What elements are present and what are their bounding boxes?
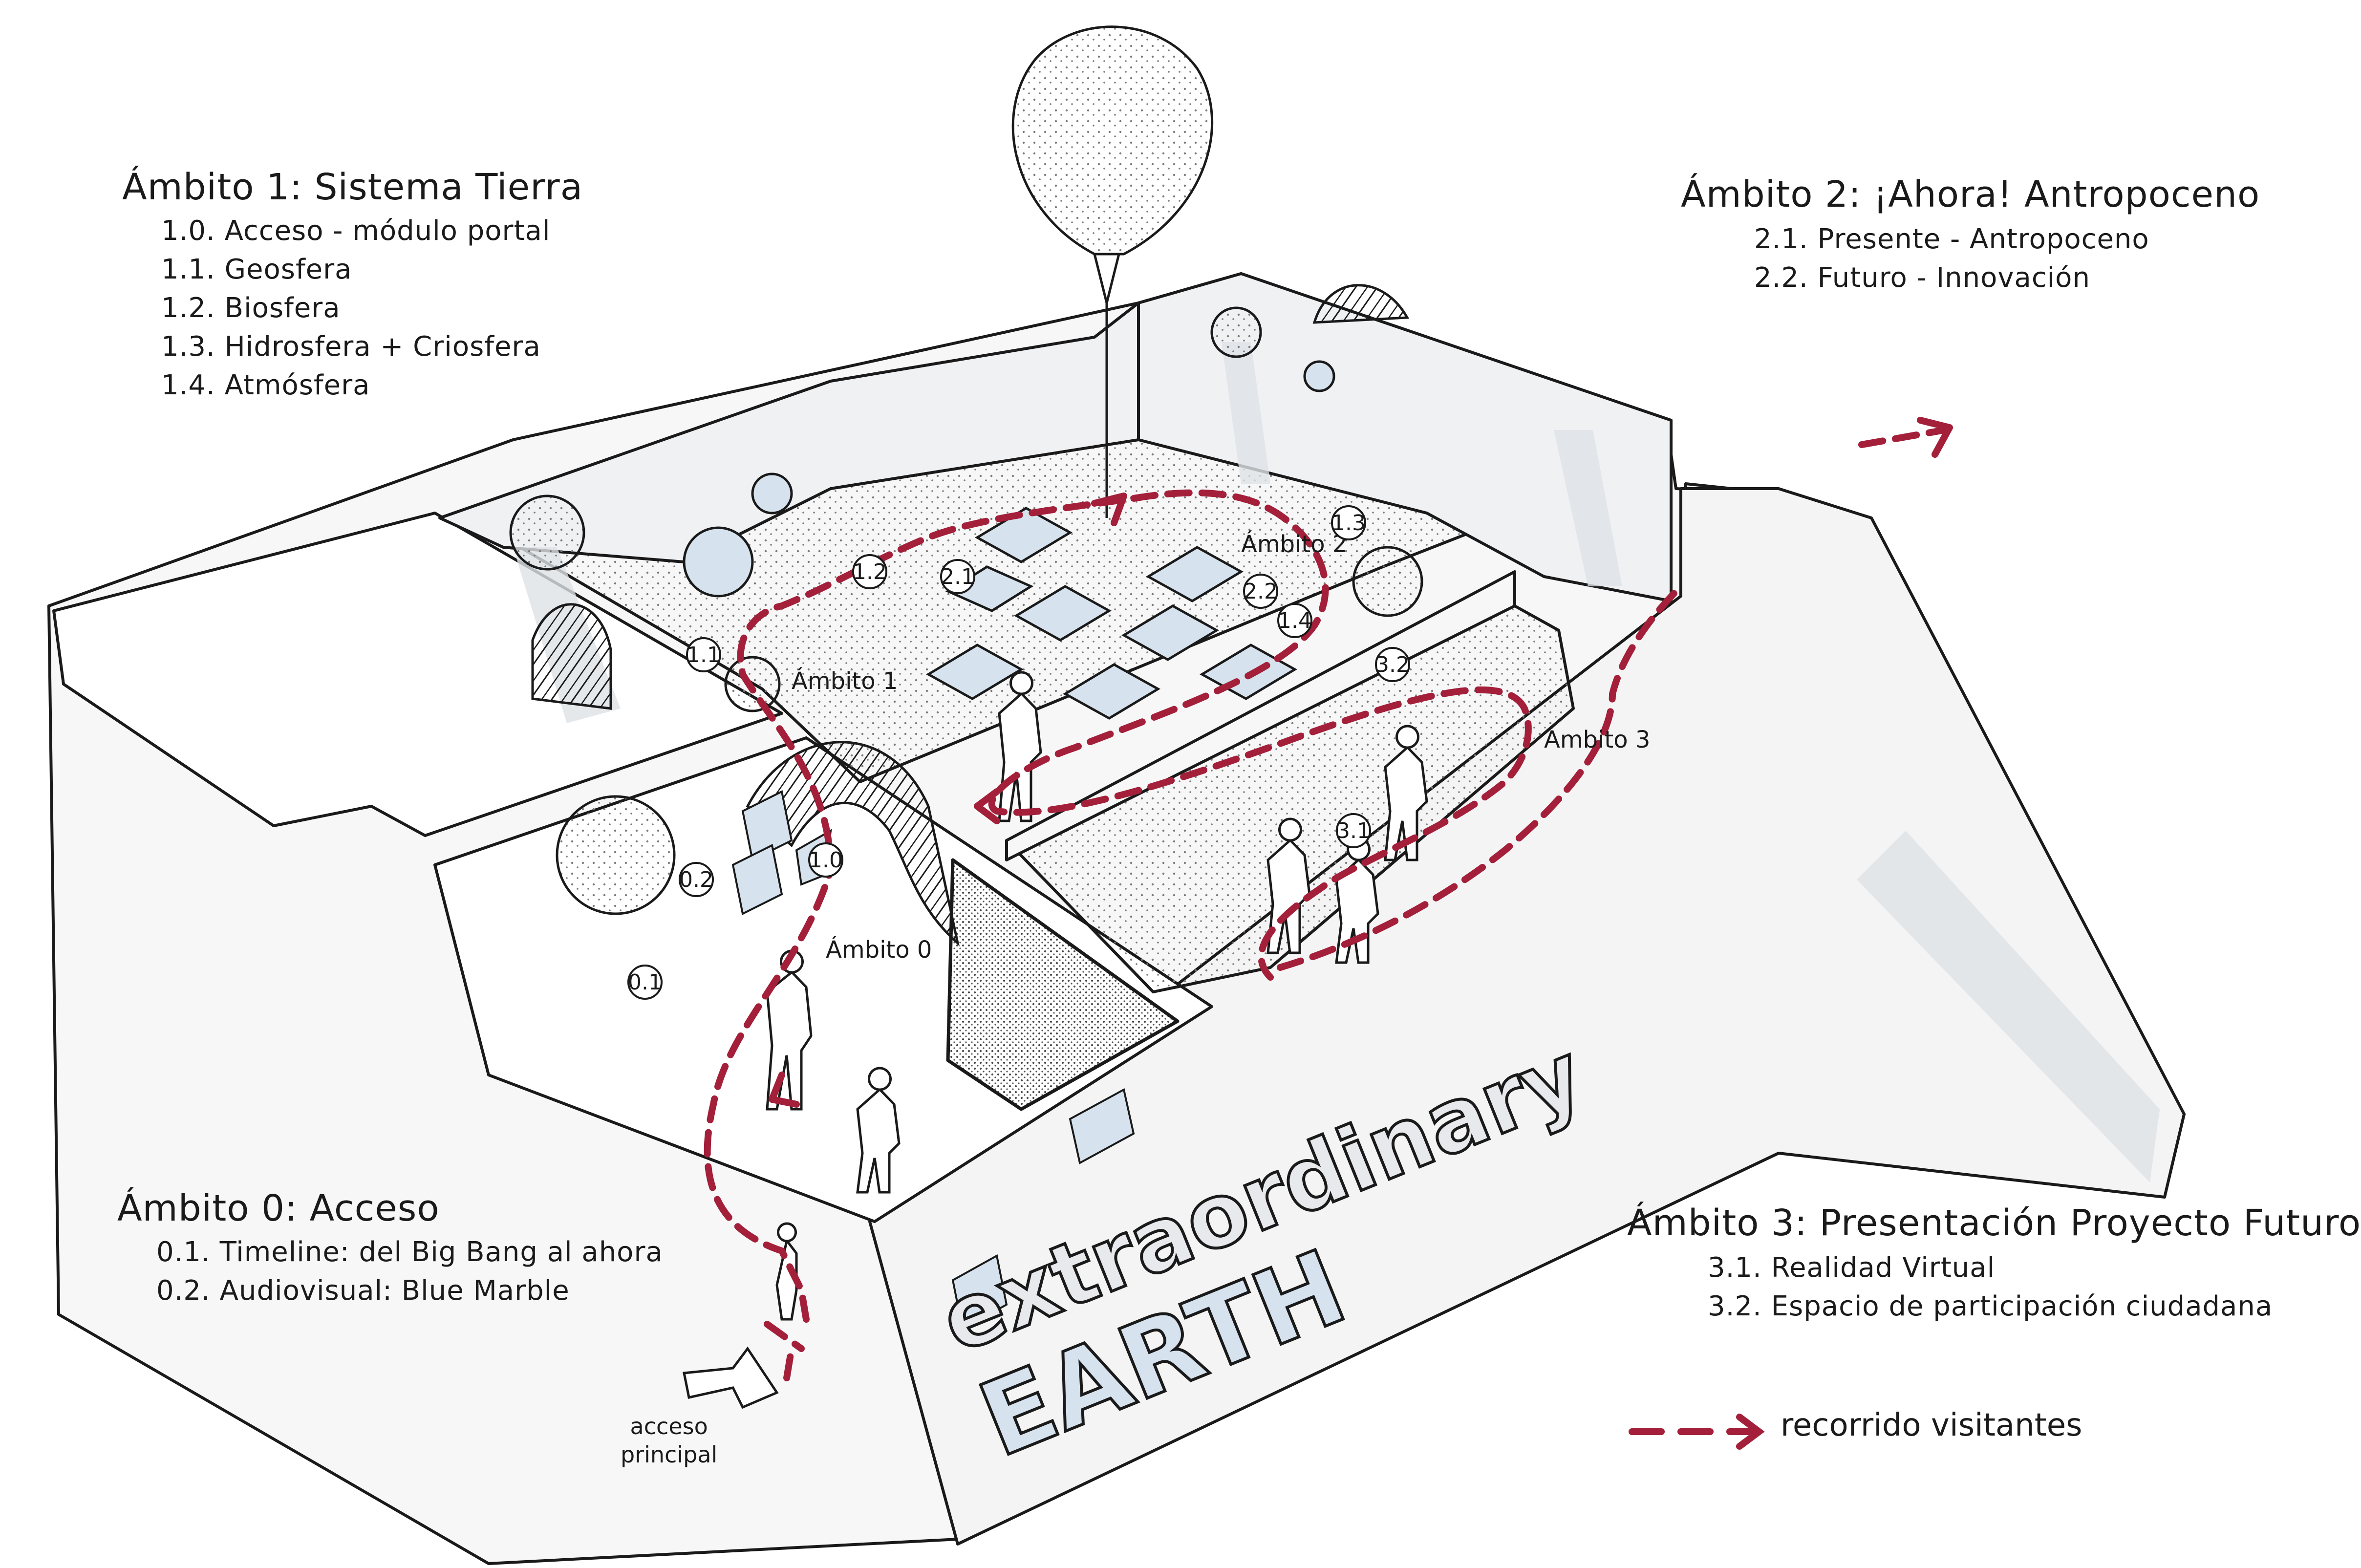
visitor-route xyxy=(704,427,1948,1381)
marker-0-1: 0.1 xyxy=(628,970,662,995)
zone-label-ambito-3: Ámbito 3 xyxy=(1544,726,1650,753)
ambito3-wall xyxy=(1005,570,1516,861)
marker-circle-1-1 xyxy=(686,637,721,672)
back-wall-right xyxy=(1137,272,1673,602)
marker-circles xyxy=(627,505,1410,1000)
route-arrowheads xyxy=(769,417,1953,1108)
zone-label-ambito-2: Ámbito 2 xyxy=(1241,530,1347,558)
marker-circle-1-2 xyxy=(852,554,887,589)
blue-marble-b xyxy=(751,473,793,515)
marker-circle-1-3 xyxy=(1331,505,1366,540)
ambito1-item: 1.1. Geosfera xyxy=(161,254,352,285)
route-legend-label: recorrido visitantes xyxy=(1781,1407,2082,1443)
marker-circle-0-2 xyxy=(679,862,714,897)
marker-3-2: 3.2 xyxy=(1375,652,1410,677)
legend-route-sample xyxy=(1629,1414,1765,1450)
timeline-sphere xyxy=(556,795,676,915)
entrance-label-line2: principal xyxy=(621,1441,718,1468)
wall-sphere-a xyxy=(509,494,585,571)
marker-3-1: 3.1 xyxy=(1336,818,1371,843)
marker-circle-0-1 xyxy=(627,965,663,1000)
entrance-label-line1: acceso xyxy=(630,1413,708,1439)
blue-marble-a xyxy=(683,526,754,598)
ambito3-title: Ámbito 3: Presentación Proyecto Futuro xyxy=(1627,1202,2361,1244)
ambito1-item: 1.4. Atmósfera xyxy=(161,369,370,401)
ambito3-legend-block: Ámbito 3: Presentación Proyecto Futuro 3… xyxy=(1627,1202,2361,1322)
zone-label-ambito-1: Ámbito 1 xyxy=(792,667,898,695)
exhibition-axonometric-drawing: extraordinary EARTH Ámbito 1 Ámbito 2 Ám… xyxy=(47,25,2186,1565)
portal-arch-back xyxy=(1312,284,1410,324)
ambito0-legend-block: Ámbito 0: Acceso 0.1. Timeline: del Big … xyxy=(117,1187,663,1307)
ambito2-sphere xyxy=(1352,546,1423,617)
marker-circle-2-2 xyxy=(1243,574,1278,609)
marker-1-0: 1.0 xyxy=(809,848,843,873)
ambito0-item: 0.2. Audiovisual: Blue Marble xyxy=(156,1275,570,1307)
main-entrance-label: acceso principal xyxy=(621,1412,717,1469)
marker-circle-1-0 xyxy=(808,842,843,878)
zone-label-ambito-0: Ámbito 0 xyxy=(826,936,932,964)
ambito2-item: 2.1. Presente - Antropoceno xyxy=(1754,223,2149,255)
floor-panels xyxy=(926,507,1297,720)
marker-circle-1-4 xyxy=(1277,603,1312,638)
zone-labels: Ámbito 1 Ámbito 2 Ámbito 3 Ámbito 0 xyxy=(792,530,1650,964)
marker-2-1: 2.1 xyxy=(941,564,975,589)
balloon-sphere xyxy=(1011,25,1214,518)
marker-labels: 0.1 0.2 1.0 1.1 1.2 1.3 1.4 2.1 2.2 3.1 … xyxy=(628,511,1410,995)
marker-circle-3-1 xyxy=(1336,813,1371,848)
ambito1-item: 1.3. Hidrosfera + Criosfera xyxy=(161,331,541,363)
ambito2-item: 2.2. Futuro - Innovación xyxy=(1754,262,2090,294)
ambito3-item: 3.1. Realidad Virtual xyxy=(1708,1252,1996,1284)
marker-1-2: 1.2 xyxy=(853,559,887,584)
projection-screen xyxy=(946,858,1180,1111)
marker-circle-3-2 xyxy=(1375,647,1410,682)
marker-1-3: 1.3 xyxy=(1331,511,1366,536)
marker-circle-2-1 xyxy=(940,559,975,594)
route-legend: recorrido visitantes xyxy=(1627,1407,2082,1443)
ambito1-item: 1.2. Biosfera xyxy=(161,292,341,324)
ambito2-legend-block: Ámbito 2: ¡Ahora! Antropoceno 2.1. Prese… xyxy=(1681,173,2260,294)
entrance-arrow xyxy=(683,1346,779,1409)
marker-1-1: 1.1 xyxy=(687,643,721,667)
left-wing-top xyxy=(52,512,783,837)
ambito3-item: 3.2. Espacio de participación ciudadana xyxy=(1708,1290,2273,1322)
ambito0-item: 0.1. Timeline: del Big Bang al ahora xyxy=(156,1236,663,1268)
ambito1-title: Ámbito 1: Sistema Tierra xyxy=(122,166,583,208)
portal-arch-top xyxy=(531,603,612,710)
portal-arch xyxy=(746,741,960,946)
marker-1-4: 1.4 xyxy=(1278,608,1312,633)
ambito2-title: Ámbito 2: ¡Ahora! Antropoceno xyxy=(1681,173,2260,215)
marker-0-2: 0.2 xyxy=(679,867,713,892)
ambito1-legend-block: Ámbito 1: Sistema Tierra 1.0. Acceso - m… xyxy=(122,166,583,401)
ambito0-title: Ámbito 0: Acceso xyxy=(117,1187,440,1229)
marker-2-2: 2.2 xyxy=(1244,579,1278,604)
wall-sphere-b xyxy=(1210,306,1262,358)
ambito1-item: 1.0. Acceso - módulo portal xyxy=(161,215,551,247)
blue-marble-c xyxy=(1303,360,1335,392)
